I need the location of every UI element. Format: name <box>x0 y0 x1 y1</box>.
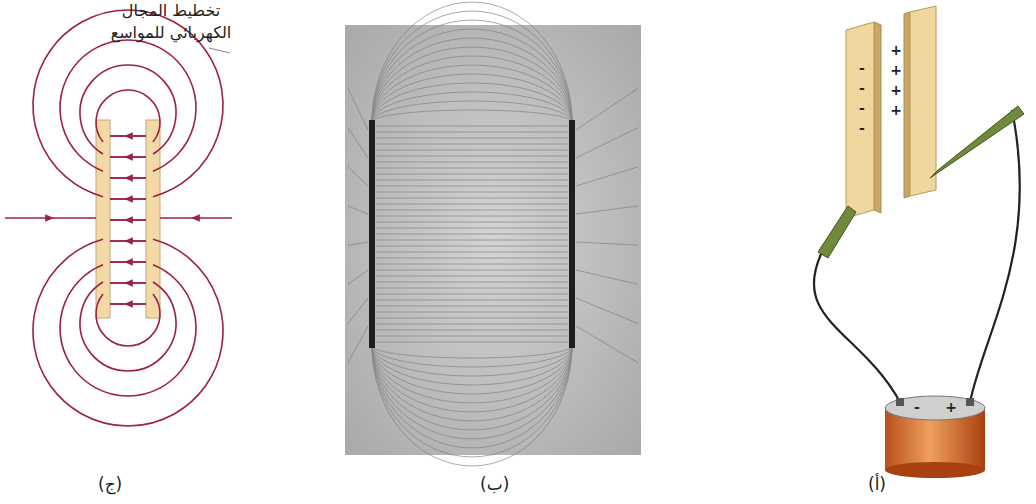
charge-sign: - <box>855 100 869 117</box>
charge-sign: + <box>889 42 903 59</box>
charge-sign: + <box>889 62 903 79</box>
charge-sign: + <box>889 102 903 119</box>
charge-sign: + <box>889 82 903 99</box>
field-photo <box>345 2 641 466</box>
figure-title: تخطيط المجال الكهربائي للمواسع <box>96 0 246 44</box>
leader-line <box>209 48 230 53</box>
terminal-sign: + <box>944 399 958 416</box>
panel-caption: (ب) <box>480 474 509 494</box>
panel-caption: (أ) <box>868 474 886 494</box>
charge-sign: - <box>855 60 869 77</box>
charge-sign: - <box>855 80 869 97</box>
field-sketch <box>5 10 232 426</box>
terminal-sign: - <box>910 399 924 416</box>
panel-caption: (ج) <box>98 474 122 494</box>
capacitor-circuit <box>814 6 1024 478</box>
charge-sign: - <box>855 120 869 137</box>
